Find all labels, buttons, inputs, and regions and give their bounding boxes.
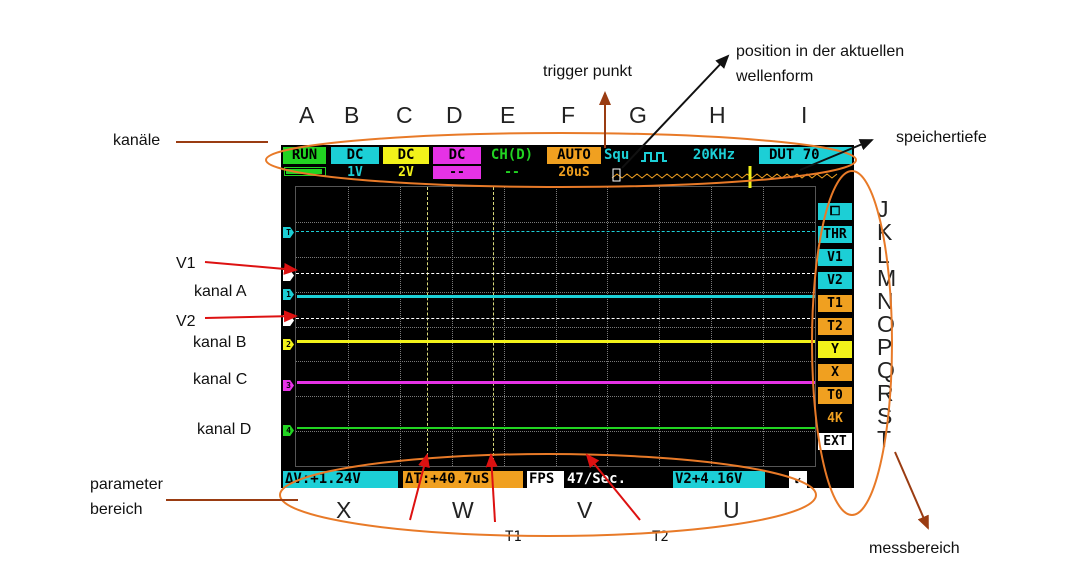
v2-label: V2 bbox=[176, 313, 196, 330]
position-window bbox=[612, 168, 621, 182]
channel-b-trace bbox=[297, 340, 815, 343]
ch-b-scale: 2V bbox=[383, 166, 429, 179]
channel-c-label: kanal C bbox=[193, 371, 248, 388]
t0-button[interactable]: T0 bbox=[818, 387, 852, 404]
x-button[interactable]: X bbox=[818, 364, 852, 381]
parameter-area-line2: bereich bbox=[90, 501, 143, 518]
v2-cursor-line[interactable] bbox=[296, 318, 815, 319]
letter-j: J bbox=[877, 196, 889, 222]
t1-arrow-b bbox=[485, 453, 498, 523]
letter-n: N bbox=[877, 288, 894, 314]
t1-label: T1 bbox=[505, 529, 522, 545]
square-wave-icon bbox=[641, 152, 667, 162]
thr-button[interactable]: THR bbox=[818, 226, 852, 243]
channel-a-label: kanal A bbox=[194, 283, 247, 300]
letter-b: B bbox=[344, 102, 360, 128]
channel-c-trace bbox=[297, 381, 815, 384]
channel-b-marker[interactable]: 2 bbox=[283, 339, 294, 350]
t1-button[interactable]: T1 bbox=[818, 295, 852, 312]
battery-icon bbox=[284, 167, 326, 176]
fps-value: 47/Sec. bbox=[565, 471, 655, 488]
v1-cursor-line[interactable] bbox=[296, 273, 815, 274]
channel-c-marker[interactable]: 3 bbox=[283, 380, 294, 391]
ch-a-scale: 1V bbox=[331, 166, 379, 179]
timebase[interactable]: 20uS bbox=[547, 166, 601, 179]
t1-arrow-a bbox=[409, 453, 430, 521]
ch-c-scale: -- bbox=[433, 166, 481, 179]
fps-label: FPS bbox=[527, 471, 564, 488]
parameter-area-line1: parameter bbox=[90, 476, 163, 493]
letter-f: F bbox=[561, 102, 576, 128]
y-button[interactable]: Y bbox=[818, 341, 852, 358]
letter-i: I bbox=[801, 102, 808, 128]
memory-depth-button[interactable]: 4K bbox=[818, 410, 852, 427]
measure-ellipse bbox=[811, 170, 893, 516]
v1-marker[interactable] bbox=[283, 270, 294, 281]
v2-arrow bbox=[204, 310, 298, 323]
v1-label: V1 bbox=[176, 255, 196, 272]
parameter-ellipse bbox=[279, 453, 817, 537]
ch-d-label[interactable]: CH(D) bbox=[485, 147, 539, 164]
letter-c: C bbox=[396, 102, 413, 128]
letter-a: A bbox=[299, 102, 315, 128]
position-label-line2: wellenform bbox=[736, 68, 814, 85]
channel-b-label: kanal B bbox=[193, 334, 247, 351]
letter-u: U bbox=[723, 497, 740, 523]
letter-x: X bbox=[336, 497, 352, 523]
letter-d: D bbox=[446, 102, 463, 128]
trigger-level-line[interactable] bbox=[296, 231, 815, 232]
letter-t: T bbox=[877, 426, 892, 452]
measure-area-label: messbereich bbox=[869, 540, 960, 557]
channel-d-marker[interactable]: 4 bbox=[283, 425, 294, 436]
trigger-mode[interactable]: AUTO bbox=[547, 147, 601, 164]
t2-arrow bbox=[585, 453, 641, 521]
frequency[interactable]: 20KHz bbox=[679, 147, 749, 164]
v1-arrow bbox=[204, 261, 298, 275]
ext-button[interactable]: EXT bbox=[818, 433, 852, 450]
position-label-line1: position in der aktuellen bbox=[736, 43, 905, 60]
v2-readout: V2+4.16V bbox=[673, 471, 765, 488]
channels-label: kanäle bbox=[113, 132, 161, 149]
measure-pointer bbox=[894, 451, 929, 530]
ch-a-coupling[interactable]: DC bbox=[331, 147, 379, 164]
memory-depth-arrow bbox=[799, 139, 874, 171]
channel-a-marker[interactable]: 1 bbox=[283, 289, 294, 300]
letter-o: O bbox=[877, 311, 895, 337]
letter-p: P bbox=[877, 334, 893, 360]
oscilloscope-screen: RUN DC DC DC CH(D) AUTO Squ 20KHz DUT 70… bbox=[281, 145, 854, 488]
channel-a-trace bbox=[297, 295, 815, 298]
t2-button[interactable]: T2 bbox=[818, 318, 852, 335]
position-arrow bbox=[621, 54, 730, 169]
ch-c-coupling[interactable]: DC bbox=[433, 147, 481, 164]
channel-d-label: kanal D bbox=[197, 421, 252, 438]
letter-g: G bbox=[629, 102, 647, 128]
t1-cursor-line[interactable] bbox=[427, 187, 428, 466]
channels-ellipse bbox=[265, 132, 857, 188]
t2-cursor-line[interactable] bbox=[493, 187, 494, 466]
run-status[interactable]: RUN bbox=[283, 147, 326, 164]
ch-b-coupling[interactable]: DC bbox=[383, 147, 429, 164]
duty-cycle[interactable]: DUT 70 bbox=[759, 147, 852, 164]
letter-m: M bbox=[877, 265, 897, 291]
letter-h: H bbox=[709, 102, 726, 128]
letter-v: V bbox=[577, 497, 593, 523]
waveform-plot bbox=[295, 186, 816, 467]
trigger-point-label: trigger punkt bbox=[543, 63, 632, 80]
memory-depth-label: speichertiefe bbox=[896, 129, 987, 146]
letter-e: E bbox=[500, 102, 516, 128]
channel-d-trace bbox=[297, 427, 815, 429]
v2-button[interactable]: V2 bbox=[818, 272, 852, 289]
ch-d-scale: -- bbox=[485, 166, 539, 179]
trigger-marker[interactable]: T bbox=[283, 227, 294, 238]
letter-w: W bbox=[452, 497, 474, 523]
v1-button[interactable]: V1 bbox=[818, 249, 852, 266]
